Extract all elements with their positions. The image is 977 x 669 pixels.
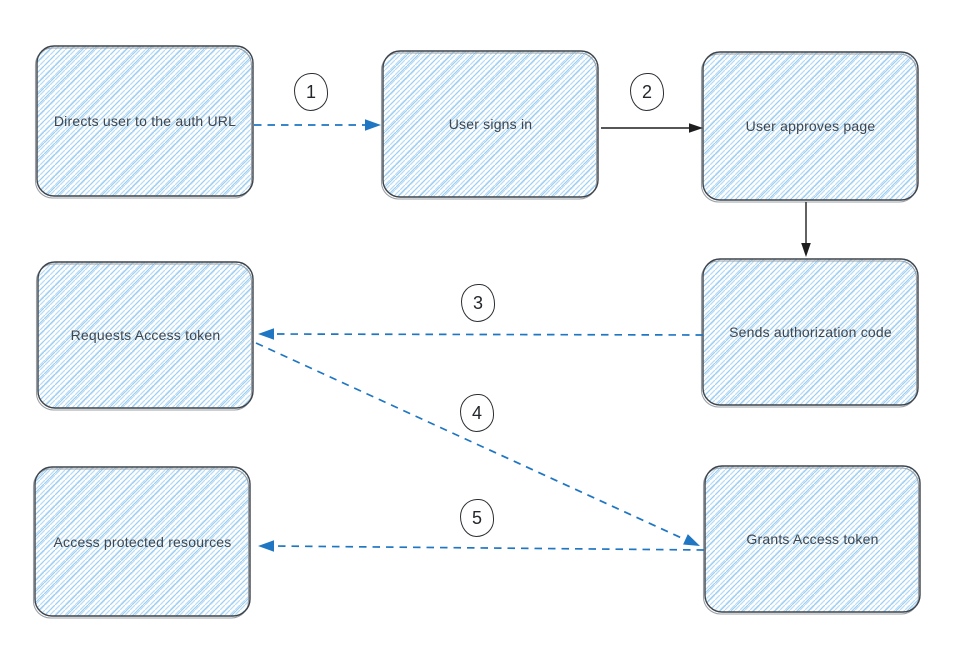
arrowhead-diagonal-icon	[683, 534, 700, 546]
node-box-access-protected-resources	[32, 466, 251, 619]
node-box-stroke	[37, 261, 254, 409]
node-box-stroke	[36, 45, 254, 197]
node-box-directs-user-to-auth-url	[34, 45, 254, 199]
node-box-user-signs-in	[380, 50, 599, 200]
node-box-hatch2	[38, 262, 253, 408]
node-box-requests-access-token	[35, 261, 254, 411]
edge-step3-line	[272, 333, 704, 336]
arrowhead-right-icon	[689, 123, 703, 133]
node-box-stroke	[702, 258, 919, 406]
node-box-hatch2	[703, 52, 918, 200]
node-box-sketch-stroke	[702, 467, 920, 615]
edge-step2	[601, 123, 703, 133]
step-badge-4: 4	[460, 394, 494, 432]
node-box-hatch2	[37, 46, 253, 196]
node-box-stroke	[704, 465, 921, 613]
node-box-sketch-stroke	[32, 468, 250, 619]
node-box-sketch-stroke	[35, 263, 253, 411]
step-number: 3	[472, 292, 483, 313]
edge-step5	[258, 540, 705, 552]
node-box-hatch2	[705, 466, 920, 612]
node-box-stroke	[34, 466, 251, 617]
node-box-sketch-stroke	[380, 52, 598, 200]
arrowhead-down-icon	[801, 243, 811, 257]
node-box-sketch-stroke	[34, 47, 253, 199]
step-number: 4	[471, 402, 482, 423]
arrowhead-left-icon	[258, 540, 274, 552]
step-badge-2: 2	[630, 73, 664, 111]
node-box-stroke	[702, 51, 919, 201]
step-number: 1	[305, 81, 316, 102]
step-badge-3: 3	[461, 284, 495, 322]
step-badge-5: 5	[460, 499, 494, 537]
node-box-sketch-stroke	[700, 260, 918, 408]
arrowhead-left-icon	[258, 328, 274, 340]
node-box-hatch2	[35, 467, 250, 616]
edge-step5-line	[272, 545, 705, 551]
node-box-grants-access-token	[702, 465, 921, 615]
node-box-stroke	[382, 50, 599, 198]
node-box-hatch2	[703, 259, 918, 405]
step-number: 5	[471, 507, 482, 528]
step-badge-1: 1	[294, 73, 328, 111]
edge-step1	[254, 119, 381, 131]
edge-approve-to-code	[801, 202, 811, 257]
node-box-sends-authorization-code	[700, 258, 919, 408]
arrowhead-right-icon	[365, 119, 381, 131]
edge-step3	[258, 328, 704, 340]
step-number: 2	[641, 81, 652, 102]
edge-step4-line	[255, 342, 687, 541]
node-box-user-approves-page	[700, 51, 919, 203]
edge-step4	[255, 342, 700, 546]
node-box-hatch2	[383, 51, 598, 197]
